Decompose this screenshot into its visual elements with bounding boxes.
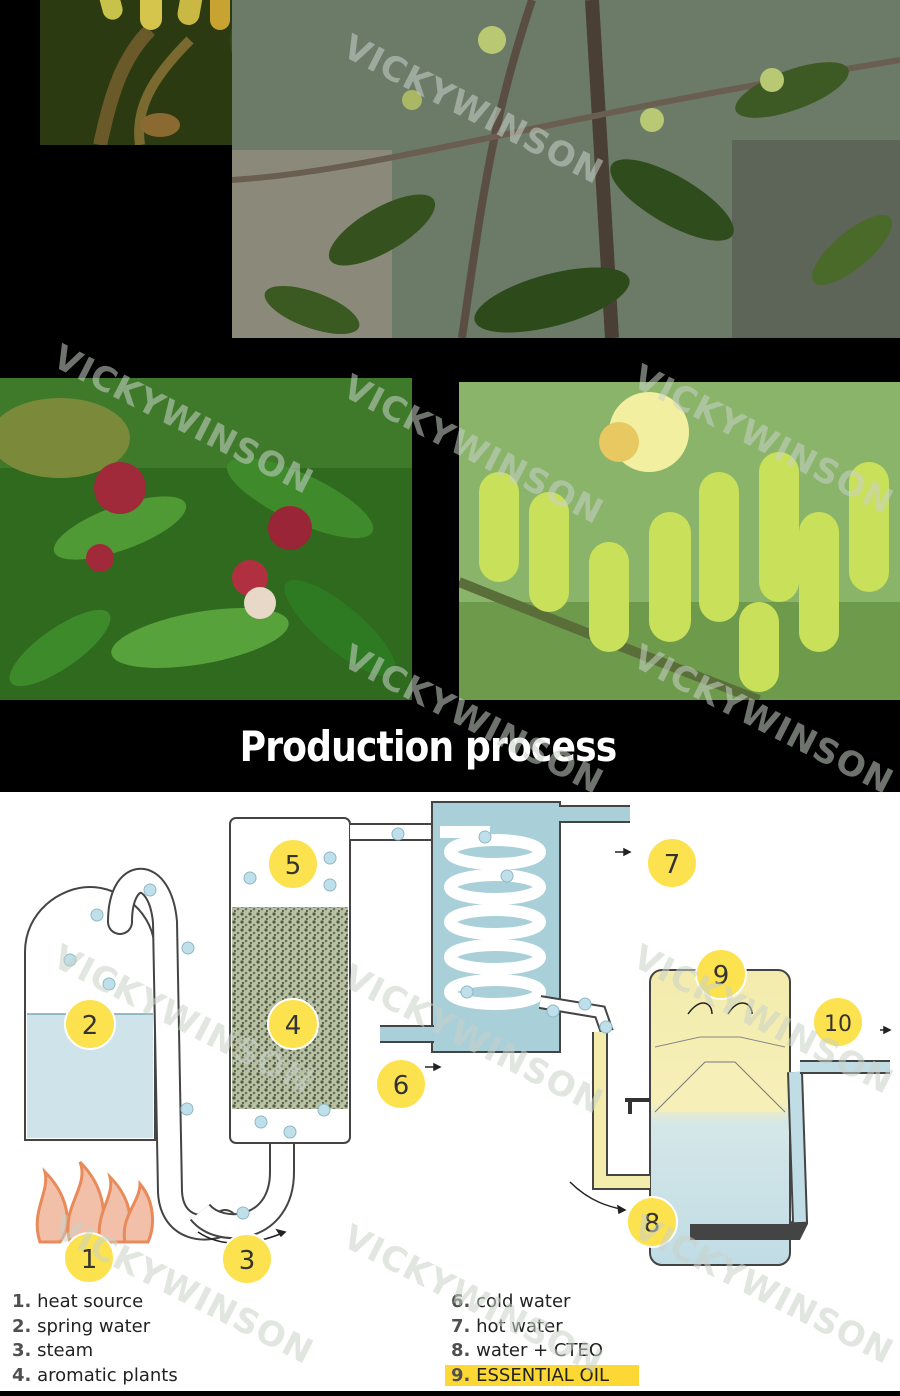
legend-item-8: 8. water + CTEO [451, 1340, 604, 1361]
photo-clove-tree [232, 0, 900, 338]
page-title: Production process [239, 722, 618, 771]
photo-green-buds [459, 382, 900, 700]
legend-right: 6. cold water 7. hot water 8. water + CT… [445, 1290, 640, 1389]
legend-item-4: 4. aromatic plants [12, 1364, 178, 1386]
legend-item-2: 2. spring water [12, 1315, 151, 1337]
title-bar [0, 700, 900, 792]
plant-column [229, 817, 351, 1144]
legend-item-9: 9. ESSENTIAL OIL [445, 1364, 640, 1389]
badge-1-label: 1 [81, 1245, 98, 1275]
badge-7-label: 7 [664, 850, 681, 880]
badge-10: 10 [812, 996, 864, 1048]
legend-item-6: 6. cold water [451, 1291, 571, 1312]
badge-4: 4 [267, 998, 319, 1050]
legend-item-3: 3. steam [12, 1340, 94, 1361]
condenser [380, 801, 630, 1053]
badge-5: 5 [267, 838, 319, 890]
distillation-diagram: 1 2 3 4 5 6 7 8 9 10 1. heat source 2. s… [0, 792, 900, 1391]
badge-6: 6 [375, 1058, 427, 1110]
flames [35, 1160, 154, 1244]
badge-5-label: 5 [285, 851, 302, 881]
badge-3-label: 3 [239, 1246, 256, 1276]
diagram-svg: 1 2 3 4 5 6 7 8 9 10 [24, 801, 892, 1285]
badge-6-label: 6 [393, 1071, 410, 1101]
badge-2: 2 [64, 998, 116, 1050]
legend-item-7: 7. hot water [451, 1315, 563, 1337]
badge-8: 8 [626, 1196, 678, 1248]
badge-8-label: 8 [644, 1209, 661, 1239]
legend-item-1: 1. heat source [12, 1291, 144, 1312]
photo-red-buds [0, 378, 412, 700]
badge-3: 3 [221, 1233, 273, 1285]
badge-9-label: 9 [713, 961, 730, 991]
badge-2-label: 2 [82, 1011, 99, 1041]
step-badges: 1 2 3 4 5 6 7 8 9 10 [63, 837, 864, 1285]
badge-10-label: 10 [824, 1012, 852, 1037]
separator-vessel [592, 969, 890, 1266]
badge-7: 7 [646, 837, 698, 889]
badge-4-label: 4 [285, 1011, 302, 1041]
badge-9: 9 [695, 948, 747, 1000]
badge-1: 1 [63, 1232, 115, 1284]
legend-left: 1. heat source 2. spring water 3. steam … [12, 1290, 178, 1388]
